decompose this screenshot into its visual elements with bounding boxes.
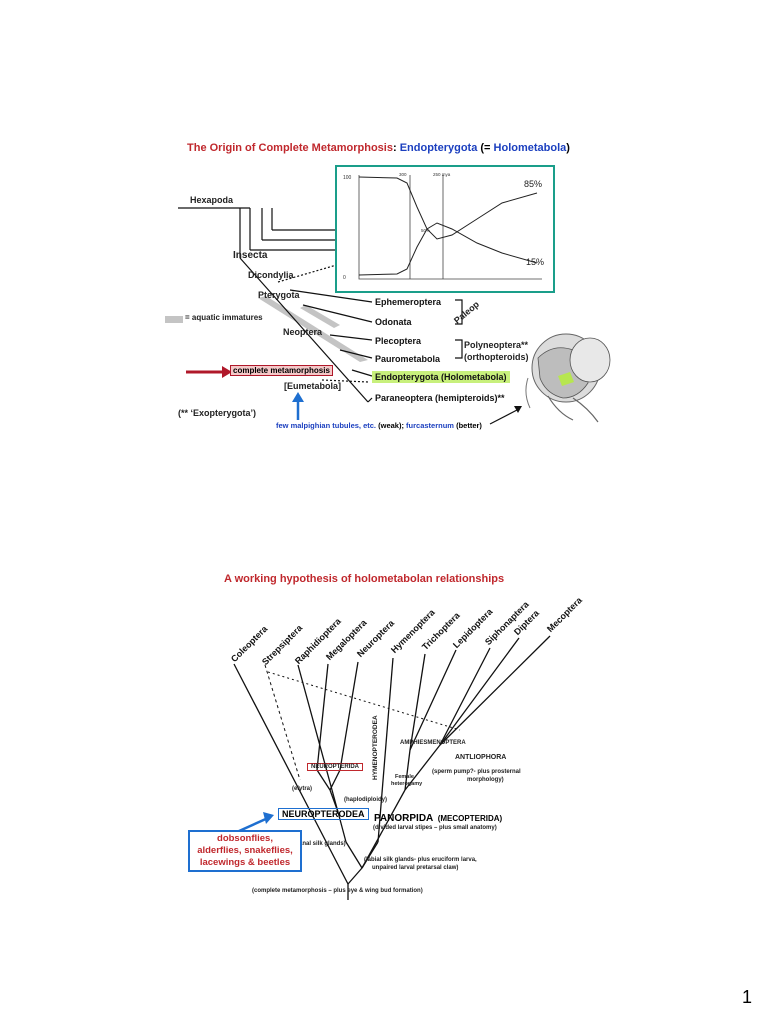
evidence-part-1: (weak);: [376, 421, 407, 430]
dobsonflies-box: dobsonflies, alderflies, snakeflies, lac…: [188, 830, 302, 872]
clade-hexapoda: Hexapoda: [190, 195, 234, 205]
inset-mid: 50%: [421, 228, 430, 233]
heterogamy-label: heterogamy: [391, 781, 423, 787]
black-arrow-icon: [489, 406, 522, 425]
clade-eumetabola: [Eumetabola]: [284, 381, 342, 391]
haplodiploidy-label: (haplodiploidy): [344, 797, 387, 803]
inset-bottom-label: 0: [343, 275, 346, 281]
clade-pterygota: Pterygota: [258, 290, 300, 300]
dobson-line-3: lacewings & beetles: [199, 857, 291, 868]
order-ephemeroptera: Ephemeroptera: [375, 297, 442, 307]
title-part-4: Holometabola: [493, 142, 567, 154]
aquatic-swatch: [165, 316, 183, 323]
evidence-part-3: (better): [453, 421, 482, 430]
sperm-pump-label: (sperm pump?- plus prosternal: [432, 769, 521, 775]
slide1-title: The Origin of Complete Metamorphosis: En…: [187, 142, 570, 154]
unpaired-claw-label: unpaired larval pretarsal claw): [372, 865, 459, 871]
neuropterodea-box: NEUROPTERODEA: [278, 808, 369, 820]
complete-meta-label: complete metamorphosis: [230, 365, 333, 376]
neuropterida-box: NEUROPTERIDA: [307, 763, 364, 771]
title-part-0: The Origin of Complete Metamorphosis: [187, 142, 393, 154]
order-odonata: Odonata: [375, 317, 412, 327]
blue-arrow-icon: [292, 392, 304, 420]
insect-thorax-illustration: [525, 333, 611, 423]
clade-insecta: Insecta: [233, 250, 268, 261]
complete-meta-footer: (complete metamorphosis – plus eye & win…: [252, 888, 423, 894]
elytra-label: (elytra): [292, 786, 313, 792]
title-part-3: (=: [477, 142, 494, 154]
title-part-5: ): [566, 142, 570, 154]
aquatic-bars: [258, 296, 368, 362]
inset-top-label: 100: [343, 175, 352, 181]
evidence-part-2: furcasternum: [406, 421, 454, 430]
antliophora-label: ANTLIOPHORA: [455, 754, 507, 761]
inset-pct-bottom: 15%: [526, 257, 544, 267]
inset-chart: 100 0 300 250 mya 50% 85% 15%: [335, 165, 555, 293]
divided-stipes-label: (divided larval stipes – plus small anat…: [373, 825, 497, 831]
title-part-1: :: [392, 142, 400, 154]
order-endopterygota: Endopterygota (Holometabola): [372, 371, 510, 383]
inset-mya250: 250 mya: [433, 172, 451, 177]
amphiesmenoptera-label: AMPHIESMENOPTERA: [400, 740, 466, 746]
evidence-text: few malpighian tubules, etc. (weak); fur…: [276, 421, 482, 430]
orthopteroids-label: (orthopteroids): [464, 352, 529, 362]
order-paurometabola: Paurometabola: [375, 354, 441, 364]
order-paraneoptera: Paraneoptera (hemipteroids)**: [375, 393, 505, 403]
exopterygota-note: (** ‘Exopterygota’): [178, 408, 257, 418]
order-plecoptera: Plecoptera: [375, 336, 422, 346]
inset-chart-svg: 100 0 300 250 mya 50% 85% 15%: [343, 172, 544, 281]
labial-silk-label: (labial silk glands- plus eruciform larv…: [364, 857, 477, 863]
red-arrow-icon: [186, 366, 232, 378]
aquatic-legend: = aquatic immatures: [185, 313, 263, 322]
dobson-line-2: alderflies, snakeflies,: [197, 845, 293, 856]
female-label: Female: [395, 774, 414, 780]
slide2-title: A working hypothesis of holometabolan re…: [224, 573, 505, 585]
hymenopterodea-label: HYMENOPTERODEA: [372, 715, 379, 780]
dobson-line-1: dobsonflies,: [217, 833, 273, 844]
inset-mya300: 300: [399, 172, 407, 177]
anal-silk-label: (anal silk glands): [297, 841, 346, 847]
panorpida-text: PANORPIDA: [374, 813, 434, 824]
inset-pct-top: 85%: [524, 179, 542, 189]
mecopterida-text: (MECOPTERIDA): [437, 814, 503, 823]
panorpida-label: PANORPIDA (MECOPTERIDA): [374, 808, 502, 826]
page-number: 1: [742, 987, 753, 1007]
polyneoptera-label: Polyneoptera**: [464, 340, 529, 350]
clade-neoptera: Neoptera: [283, 327, 323, 337]
evidence-part-0: few malpighian tubules, etc.: [276, 421, 377, 430]
clade-dicondylia: Dicondylia: [248, 270, 294, 280]
title-part-2: Endopterygota: [399, 142, 478, 154]
slide1-cladogram: [178, 207, 522, 425]
morphology-label: morphology): [467, 777, 504, 783]
